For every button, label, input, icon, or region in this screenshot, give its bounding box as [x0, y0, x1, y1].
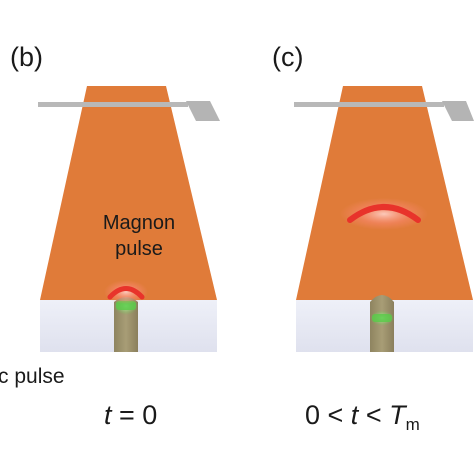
time-lead-c: 0 <: [305, 400, 351, 430]
time-var-t-c: t: [350, 400, 359, 430]
magnon-pulse-label: Magnon pulse: [94, 210, 184, 262]
time-sub-c: m: [405, 415, 420, 434]
magnetic-film-c: [296, 86, 473, 300]
time-label-c: 0 < t < Tm: [305, 400, 420, 434]
magnon-pulse-glow-c: [340, 198, 428, 230]
magnon-pulse-c: [347, 204, 421, 223]
magnon-label-line1: Magnon: [102, 212, 176, 234]
time-rest-b: = 0: [111, 400, 158, 430]
elastic-pulse-core-c: [372, 314, 392, 322]
antenna-pad-c: [442, 101, 474, 121]
time-label-b: t = 0: [104, 402, 157, 429]
magnon-pulse-glow-b: [104, 280, 148, 304]
magnetic-film-b: [40, 86, 217, 300]
time-mid-c: <: [358, 400, 390, 430]
magnon-label-line2: pulse: [115, 238, 163, 260]
panel-c: [294, 86, 474, 352]
time-var-T-c: T: [389, 400, 406, 430]
panel-label-b: (b): [10, 42, 43, 72]
panel-b: [38, 86, 220, 352]
elastic-pulse-label: c pulse: [0, 365, 65, 388]
antenna-pad-b: [186, 101, 220, 121]
time-var-t-b: t: [104, 400, 112, 430]
panel-label-c: (c): [272, 42, 304, 72]
antenna-line-b: [80, 102, 188, 107]
magnon-pulse-b: [107, 286, 145, 300]
antenna-line-c: [336, 102, 444, 107]
